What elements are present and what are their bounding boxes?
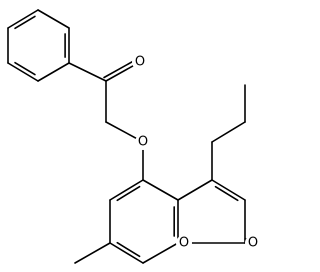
ketone-oxygen-label: O — [135, 55, 145, 70]
phenyl-double-bond — [14, 61, 36, 76]
phenyl-double-bond — [14, 15, 36, 30]
phenyl-bond — [37, 9, 70, 29]
ring-double-bond — [116, 185, 141, 202]
ring-double-bond — [214, 185, 239, 202]
ring-bond — [142, 179, 179, 201]
propyl-bond — [211, 121, 246, 143]
phenyl-bond — [7, 62, 39, 82]
ring-bond — [109, 179, 144, 201]
lactone-oxygen-label: O — [248, 236, 258, 251]
structure-drawing: O O O O — [7, 9, 261, 264]
ring-double-bond — [116, 241, 141, 258]
atom-label-layer: O O O O — [132, 54, 261, 251]
phenyl-bond — [7, 9, 39, 29]
ring-bond — [142, 242, 179, 264]
chain-bond — [68, 62, 107, 82]
ether-oxygen-label: O — [138, 135, 148, 150]
ketone-oxygen-bg — [132, 54, 148, 70]
bond-layer — [7, 9, 254, 264]
methyl-bond — [74, 242, 111, 264]
ring-bond — [109, 242, 144, 264]
ring-oxygen-label: O — [179, 236, 189, 251]
lactone-oxygen-bg — [245, 235, 261, 251]
ring-bond — [177, 179, 213, 201]
ring-oxygen-bg — [176, 235, 192, 251]
phenyl-bond — [37, 62, 70, 82]
ring-bond — [211, 179, 246, 201]
ether-oxygen-bg — [135, 134, 151, 150]
